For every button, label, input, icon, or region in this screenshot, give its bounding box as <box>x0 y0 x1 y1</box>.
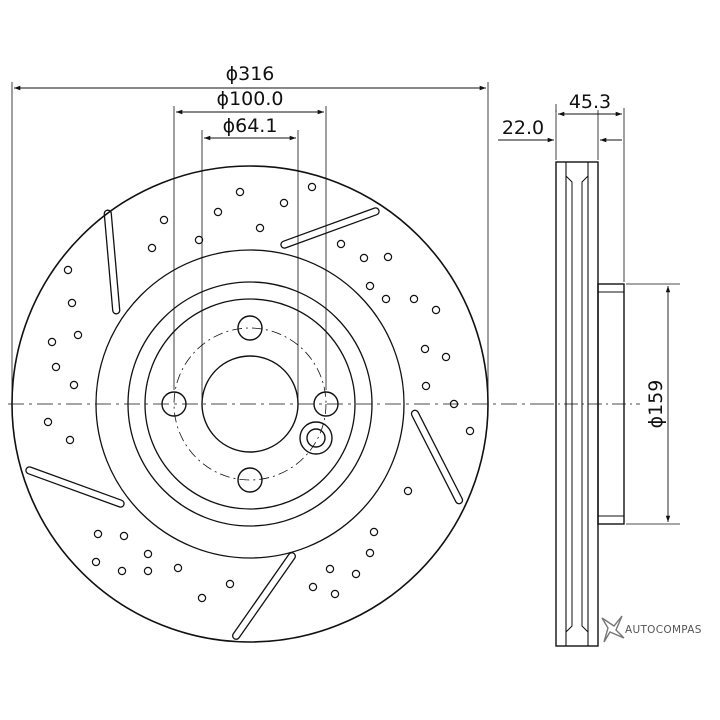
drilled-hole <box>93 529 103 539</box>
drilled-hole <box>279 198 289 208</box>
drilled-hole <box>359 253 369 263</box>
disc-thickness-label: 22.0 <box>502 117 544 139</box>
drilled-hole <box>51 362 61 372</box>
drilled-hole <box>330 589 340 599</box>
slot <box>232 552 296 640</box>
drilled-holes <box>43 182 475 603</box>
drilled-hole <box>225 579 235 589</box>
drilled-hole <box>421 381 431 391</box>
slot <box>103 209 121 315</box>
drilled-hole <box>147 243 157 253</box>
drilled-hole <box>465 426 475 436</box>
slot-grooves <box>25 207 464 640</box>
drilled-hole <box>336 239 346 249</box>
dimension-disc-thickness: 22.0 <box>498 110 622 160</box>
bolt-circle-label: ϕ100.0 <box>217 88 284 110</box>
drilled-hole <box>47 337 57 347</box>
center-bore-label: ϕ64.1 <box>223 115 278 137</box>
drilled-hole <box>307 182 317 192</box>
drilled-hole <box>235 187 245 197</box>
drilled-hole <box>213 207 223 217</box>
dimension-bolt-circle: ϕ100.0 <box>173 88 327 390</box>
bolt-hole <box>237 467 263 493</box>
drilled-hole <box>194 235 204 245</box>
drilled-hole <box>308 582 318 592</box>
drilled-hole <box>143 566 153 576</box>
slot <box>25 466 125 508</box>
drilled-hole <box>43 417 53 427</box>
disc-side-view <box>540 161 640 647</box>
drilled-hole <box>403 486 413 496</box>
slot <box>410 409 464 505</box>
drilled-hole <box>91 557 101 567</box>
drilled-hole <box>383 252 393 262</box>
total-height-label: 45.3 <box>569 91 611 113</box>
hat-diameter-label: ϕ159 <box>645 380 667 429</box>
autocompas-watermark: AUTOCOMPAS <box>601 615 702 643</box>
drilled-hole <box>143 549 153 559</box>
drilled-hole <box>351 569 361 579</box>
drilled-hole <box>197 593 207 603</box>
drilled-hole <box>73 330 83 340</box>
dimension-hat-diameter: ϕ159 <box>626 283 680 525</box>
drilled-hole <box>69 380 79 390</box>
drilled-hole <box>325 564 335 574</box>
dimension-center-bore: ϕ64.1 <box>201 115 299 398</box>
drilled-hole <box>173 563 183 573</box>
autocompas-logo-icon <box>601 615 625 643</box>
bolt-hole <box>237 315 263 341</box>
drilled-hole <box>63 265 73 275</box>
drilled-hole <box>441 352 451 362</box>
drilled-hole <box>65 435 75 445</box>
autocompas-brand-text: AUTOCOMPAS <box>625 624 702 636</box>
dimension-outer-diameter: ϕ316 <box>11 63 489 398</box>
drilled-hole <box>369 527 379 537</box>
disc-front-view <box>8 165 540 643</box>
drilled-hole <box>431 305 441 315</box>
drilled-hole <box>409 294 419 304</box>
drilled-hole <box>119 531 129 541</box>
outer-diameter-label: ϕ316 <box>226 63 275 85</box>
locating-screw-hole-inner <box>306 428 326 448</box>
drilled-hole <box>365 548 375 558</box>
slot <box>280 207 380 249</box>
bolt-circle <box>173 327 327 481</box>
drilled-hole <box>365 281 375 291</box>
drilled-hole <box>449 399 459 409</box>
drilled-hole <box>159 215 169 225</box>
drilled-hole <box>117 566 127 576</box>
drilled-hole <box>255 223 265 233</box>
drilled-hole <box>67 298 77 308</box>
dimension-total-height: 45.3 <box>555 91 625 282</box>
locating-screw-hole <box>299 421 333 455</box>
drilled-hole <box>420 344 430 354</box>
drilled-hole <box>381 294 391 304</box>
